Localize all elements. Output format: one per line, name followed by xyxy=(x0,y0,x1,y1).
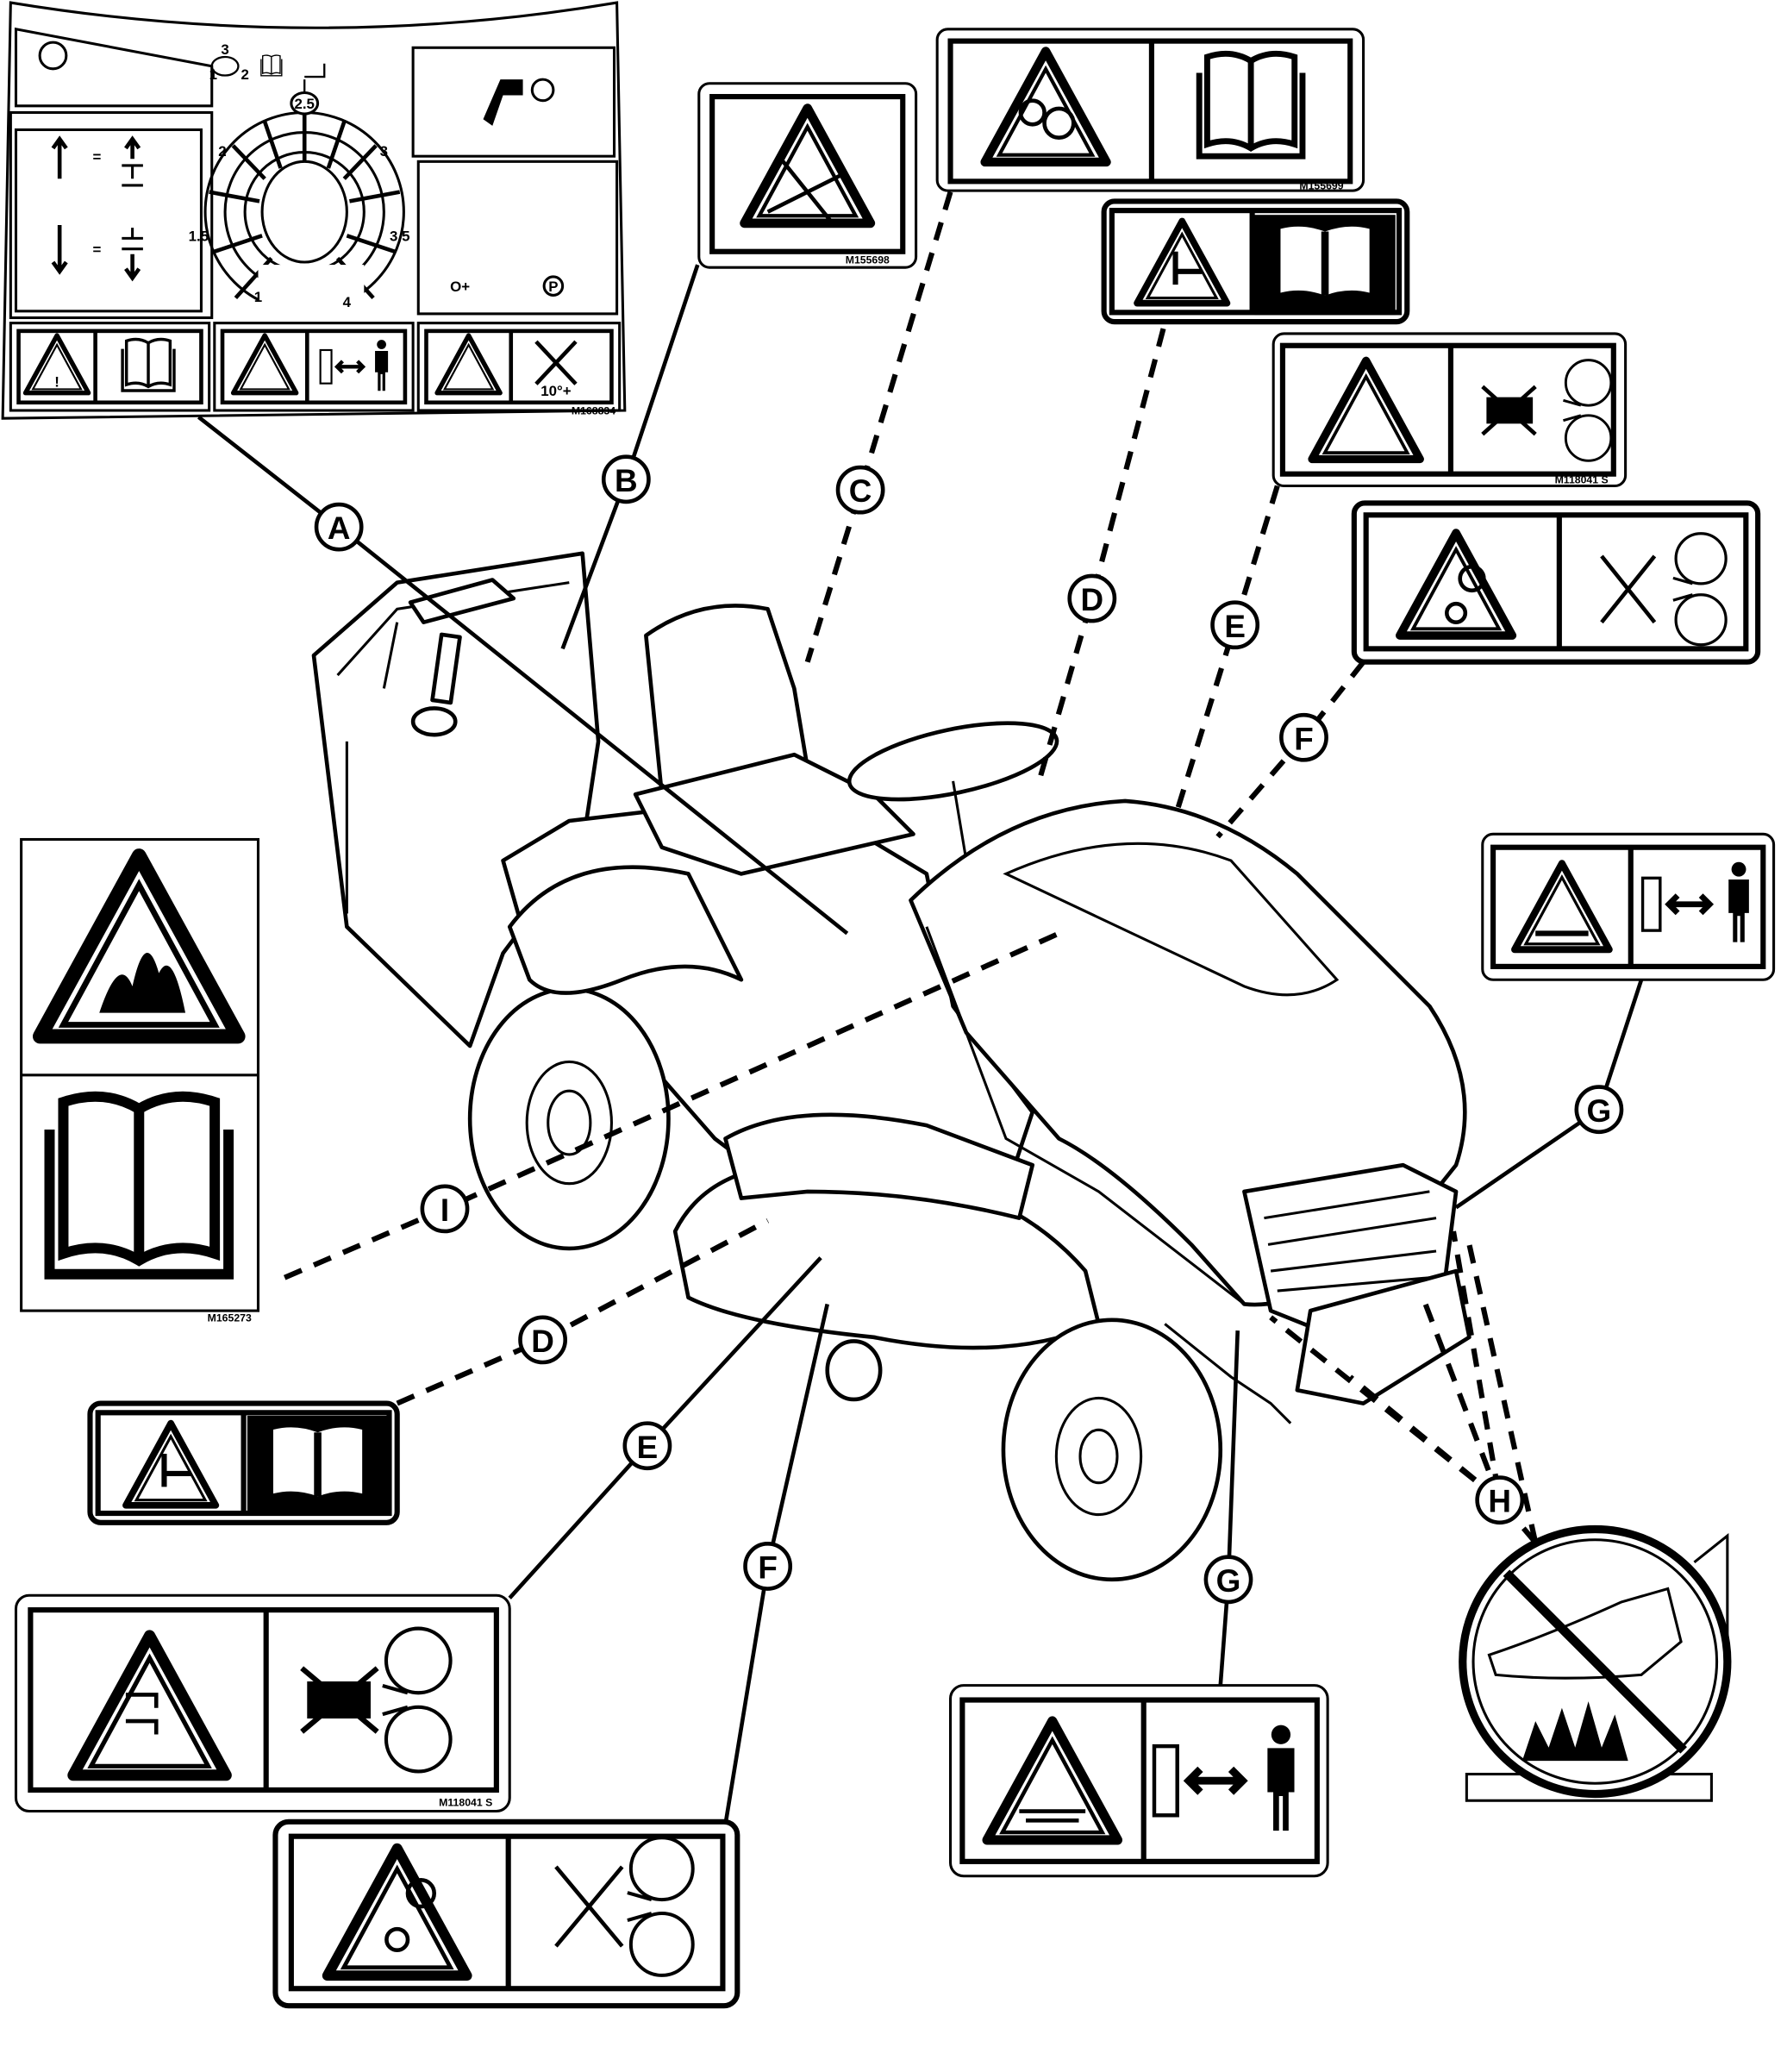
svg-text:M168834: M168834 xyxy=(572,405,615,417)
label-h-no-hands-under-deck xyxy=(1459,1524,1732,1802)
hand-icon xyxy=(1487,1587,1683,1680)
svg-text:2: 2 xyxy=(241,66,249,83)
svg-text:F: F xyxy=(1294,721,1314,756)
bulb-icon xyxy=(210,55,240,77)
callout-i: I xyxy=(420,1184,470,1234)
svg-text:D: D xyxy=(1081,582,1104,617)
callout-f-bottom: F xyxy=(743,1542,793,1591)
callout-d-top: D xyxy=(1067,573,1117,623)
label-a-dashboard: = = 2.5 1 1.5 2 3 3.5 4 xyxy=(1,1,627,420)
label-e-bottom-roller-hazard: M118041 S xyxy=(14,1593,511,1813)
label-e-top-roller-hazard: M118041 S xyxy=(1272,332,1628,488)
label-g-bottom-blade-hazard xyxy=(948,1684,1329,1878)
svg-text:M118041 S: M118041 S xyxy=(439,1796,492,1808)
svg-text:E: E xyxy=(637,1430,659,1465)
no-slope-icon xyxy=(534,340,578,385)
svg-text:M165273: M165273 xyxy=(208,1311,252,1324)
svg-text:E: E xyxy=(1224,609,1246,644)
steering-wheel xyxy=(847,721,1059,802)
label-f-bottom-belt-hazard xyxy=(272,1818,740,2009)
gear-icon xyxy=(1018,98,1047,127)
callout-b: B xyxy=(601,454,651,504)
svg-text:G: G xyxy=(1587,1093,1612,1129)
svg-text:1.5: 1.5 xyxy=(189,228,209,244)
tractor-rollover-icon xyxy=(766,157,848,227)
label-d-top-crush-hazard xyxy=(1101,198,1410,325)
callout-a: A xyxy=(314,502,364,552)
callout-e-bottom: E xyxy=(622,1421,672,1471)
svg-text:3: 3 xyxy=(221,41,228,58)
svg-text:1: 1 xyxy=(209,66,217,83)
svg-text:2: 2 xyxy=(218,143,226,160)
svg-text:3: 3 xyxy=(380,143,388,160)
pedal-icon xyxy=(483,79,523,126)
label-f-top-belt-hazard xyxy=(1351,500,1761,665)
grass-icon xyxy=(1521,1701,1628,1762)
svg-text:A: A xyxy=(328,510,351,546)
svg-text:P: P xyxy=(548,279,558,295)
svg-text:=: = xyxy=(93,148,102,165)
cut-height-dial: 2.5 1 1.5 2 3 3.5 4 1 2 3 xyxy=(189,41,410,318)
label-g-right-blade-hazard xyxy=(1481,832,1776,981)
flame-icon xyxy=(99,953,186,1013)
label-d-bottom-crush-hazard xyxy=(87,1400,400,1525)
label-b-rollover-warning: M155698 xyxy=(697,82,918,269)
callout-d-bottom: D xyxy=(518,1315,568,1365)
svg-text:10°+: 10°+ xyxy=(540,383,572,399)
svg-text:B: B xyxy=(615,463,638,498)
callout-e-top: E xyxy=(1210,600,1260,650)
park-brake-icon xyxy=(542,275,565,297)
label-i-fire-hazard: M165273 xyxy=(20,837,260,1324)
seat xyxy=(644,604,809,797)
svg-text:=: = xyxy=(93,241,102,258)
svg-text:M155698: M155698 xyxy=(846,254,890,266)
svg-text:I: I xyxy=(441,1192,449,1228)
svg-text:F: F xyxy=(758,1549,778,1585)
lower-deck-icon: = xyxy=(51,225,143,282)
svg-text:G: G xyxy=(1216,1563,1241,1599)
svg-text:!: ! xyxy=(54,373,59,390)
lawn-tractor-illustration xyxy=(311,551,1471,1582)
callout-g-bottom: G xyxy=(1203,1555,1253,1605)
rear-wheel xyxy=(467,986,671,1251)
svg-text:H: H xyxy=(1488,1484,1511,1519)
engine-icon xyxy=(38,41,68,71)
svg-text:C: C xyxy=(849,473,872,509)
svg-text:1: 1 xyxy=(254,289,262,305)
svg-text:2.5: 2.5 xyxy=(294,96,314,112)
callout-h: H xyxy=(1475,1475,1525,1525)
svg-text:D: D xyxy=(531,1324,554,1359)
callout-g-right: G xyxy=(1574,1085,1624,1135)
svg-text:O+: O+ xyxy=(450,279,470,295)
front-wheel xyxy=(1001,1318,1223,1582)
label-c-gear-entanglement: M155699 xyxy=(935,28,1365,192)
svg-text:3.5: 3.5 xyxy=(390,228,409,244)
svg-text:4: 4 xyxy=(343,294,352,310)
callout-f-top: F xyxy=(1279,712,1328,762)
raise-deck-icon: = xyxy=(51,135,143,187)
belt-pulley-icon xyxy=(1458,564,1486,593)
svg-text:M118041 S: M118041 S xyxy=(1555,473,1609,485)
callout-c: C xyxy=(835,465,885,515)
svg-text:M155699: M155699 xyxy=(1299,180,1343,192)
